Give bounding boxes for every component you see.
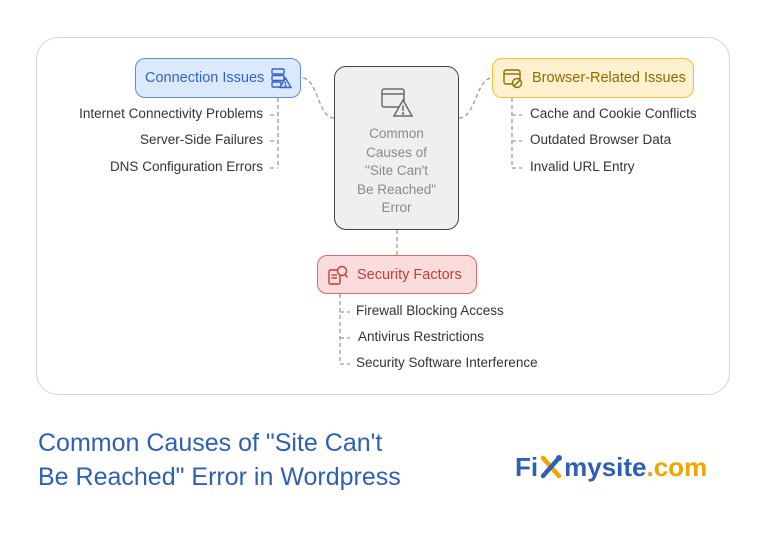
connection-item-1: Internet Connectivity Problems (79, 106, 263, 121)
security-item-2: Antivirus Restrictions (358, 329, 485, 344)
connection-item-2: Server-Side Failures (139, 132, 263, 147)
logo-text-fi: Fi (515, 451, 539, 482)
security-scan-icon (327, 264, 349, 286)
security-item-1: Firewall Blocking Access (356, 303, 504, 318)
center-line-3: "Site Can't (365, 163, 428, 178)
browser-block-icon (502, 67, 524, 89)
browser-item-2: Outdated Browser Data (530, 132, 672, 147)
center-line-5: Error (381, 200, 412, 215)
connection-issues-node: Connection Issues (135, 58, 301, 98)
center-node: Common Causes of "Site Can't Be Reached"… (334, 66, 459, 230)
security-factors-label: Security Factors (357, 266, 462, 283)
tools-x-icon (540, 455, 563, 479)
center-text: Common Causes of "Site Can't Be Reached"… (335, 125, 458, 218)
browser-item-3: Invalid URL Entry (530, 159, 635, 174)
browser-issues-node: Browser-Related Issues (492, 58, 694, 98)
center-line-4: Be Reached" (356, 181, 437, 197)
connection-item-3: DNS Configuration Errors (109, 159, 263, 174)
fixmysite-logo[interactable]: Fi mysite .com (515, 450, 707, 484)
title-line-1: Common Causes of "Site Can't (38, 429, 383, 457)
server-warning-icon (270, 67, 293, 89)
security-factors-node: Security Factors (317, 255, 477, 294)
connection-issues-label: Connection Issues (145, 70, 265, 86)
title-line-2: Be Reached" Error in Wordpress (38, 463, 401, 491)
security-item-3: Security Software Interference (356, 355, 538, 370)
logo-text-com: .com (646, 451, 708, 482)
center-line-2: Causes of (366, 144, 427, 160)
page-title: Common Causes of "Site Can't Be Reached"… (38, 426, 488, 494)
browser-issues-label: Browser-Related Issues (532, 70, 686, 86)
logo-text-mysite: mysite (564, 451, 647, 482)
browser-item-1: Cache and Cookie Conflicts (530, 106, 697, 121)
browser-warning-icon (380, 85, 414, 125)
center-line-1: Common (369, 126, 424, 141)
